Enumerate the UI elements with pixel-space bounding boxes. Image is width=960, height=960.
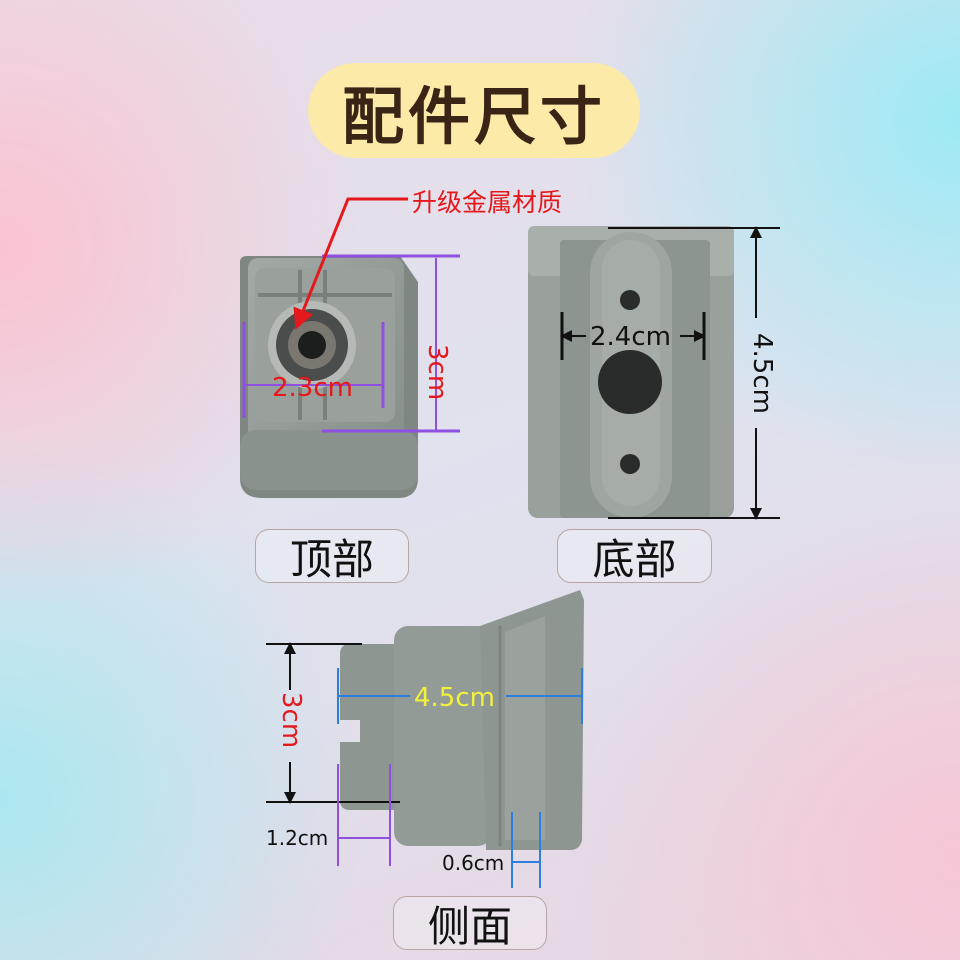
bottom-width-dimension: 2.4cm (590, 322, 671, 352)
side-view-label-text: 侧面 (427, 901, 512, 951)
top-view-part (240, 256, 418, 498)
side-view-part (340, 590, 584, 850)
side-dimension-lines (266, 642, 583, 888)
upgrade-metal-callout: 升级金属材质 (412, 188, 563, 217)
side-rib-dimension: 0.6cm (442, 851, 505, 875)
bottom-view-label-text: 底部 (592, 534, 677, 584)
top-height-dimension: 3cm (422, 344, 452, 401)
bottom-view-label: 底部 (557, 529, 712, 584)
page-title: 配件尺寸 (341, 79, 606, 153)
top-dimension-lines (242, 197, 460, 433)
top-view-label-text: 顶部 (289, 534, 374, 584)
bottom-view-part (528, 226, 734, 518)
bottom-height-dimension: 4.5cm (747, 333, 777, 414)
side-notch-dimension: 1.2cm (266, 826, 329, 850)
top-view-label: 顶部 (255, 529, 409, 584)
title-banner: 配件尺寸 (308, 63, 640, 158)
bottom-dimension-lines (560, 226, 780, 520)
side-view-label: 侧面 (393, 896, 547, 951)
side-height-dimension: 3cm (276, 692, 306, 749)
top-width-dimension: 2.3cm (272, 373, 353, 403)
side-length-dimension: 4.5cm (414, 683, 495, 713)
